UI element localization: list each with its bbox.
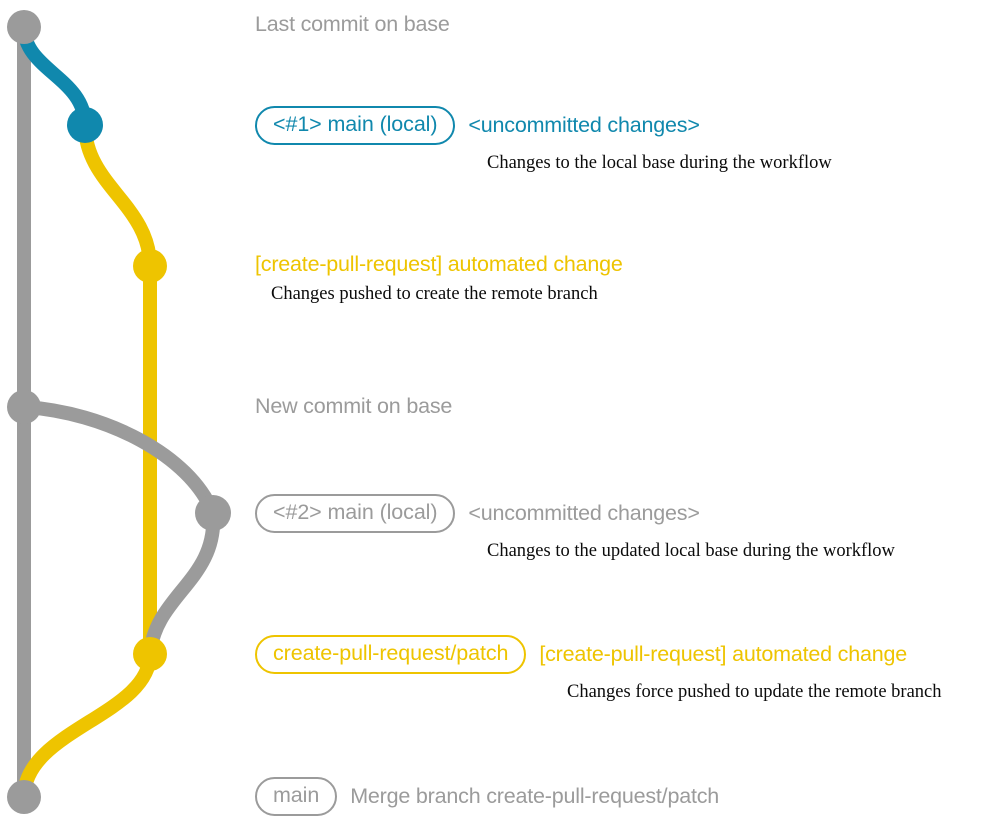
graph-row-new-commit-on-base: New commit on base xyxy=(255,395,981,418)
commit-headline: New commit on base xyxy=(255,394,453,418)
row-main-line: <#2> main (local) <uncommitted changes> xyxy=(255,494,981,533)
commit-node-merge-commit[interactable] xyxy=(7,780,41,814)
commit-subtext: Changes to the local base during the wor… xyxy=(487,152,832,173)
commit-headline: Last commit on base xyxy=(255,12,450,36)
graph-row-merge-commit: main Merge branch create-pull-request/pa… xyxy=(255,777,981,816)
commit-node-local-uncommitted-1[interactable] xyxy=(67,107,103,143)
branch-pill-patch[interactable]: create-pull-request/patch xyxy=(255,635,527,674)
commit-subtext: Changes force pushed to update the remot… xyxy=(567,681,942,702)
commit-headline: <uncommitted changes> xyxy=(468,501,700,525)
row-main-line: <#1> main (local) <uncommitted changes> xyxy=(255,106,981,145)
base-to-local-2-line xyxy=(17,400,220,520)
row-main-line: main Merge branch create-pull-request/pa… xyxy=(255,777,981,816)
patch-to-merge-line xyxy=(17,647,157,804)
commit-subtext: Changes to the updated local base during… xyxy=(487,540,895,561)
row-main-line: [create-pull-request] automated change xyxy=(255,253,981,276)
graph-row-local-uncommitted-2: <#2> main (local) <uncommitted changes> … xyxy=(255,494,981,562)
row-main-line: Last commit on base xyxy=(255,13,981,36)
row-main-line: create-pull-request/patch [create-pull-r… xyxy=(255,635,981,674)
branch-pill-local-1[interactable]: <#1> main (local) xyxy=(255,106,456,145)
graph-row-local-uncommitted-1: <#1> main (local) <uncommitted changes> … xyxy=(255,106,981,174)
local-2-to-patch-line xyxy=(143,506,221,661)
graph-row-automated-change-create: [create-pull-request] automated change C… xyxy=(255,253,981,305)
branch-pill-local-2[interactable]: <#2> main (local) xyxy=(255,494,456,533)
graph-row-last-commit-on-base: Last commit on base xyxy=(255,13,981,36)
commit-headline: [create-pull-request] automated change xyxy=(255,252,623,276)
row-main-line: New commit on base xyxy=(255,395,981,418)
branch-pill-main[interactable]: main xyxy=(255,777,338,816)
commit-node-last-commit-on-base[interactable] xyxy=(7,10,41,44)
commit-node-local-uncommitted-2[interactable] xyxy=(195,495,231,531)
commit-headline: [create-pull-request] automated change xyxy=(539,642,908,666)
commit-subtext: Changes pushed to create the remote bran… xyxy=(271,283,598,304)
commit-node-automated-change-create[interactable] xyxy=(133,249,167,283)
graph-row-automated-change-force-push: create-pull-request/patch [create-pull-r… xyxy=(255,635,981,703)
patch-branch-line-upper xyxy=(78,118,157,273)
commit-node-new-commit-on-base[interactable] xyxy=(7,390,41,424)
commit-node-automated-change-force-push[interactable] xyxy=(133,637,167,671)
commit-headline: Merge branch create-pull-request/patch xyxy=(350,784,720,808)
commit-headline: <uncommitted changes> xyxy=(468,113,700,137)
